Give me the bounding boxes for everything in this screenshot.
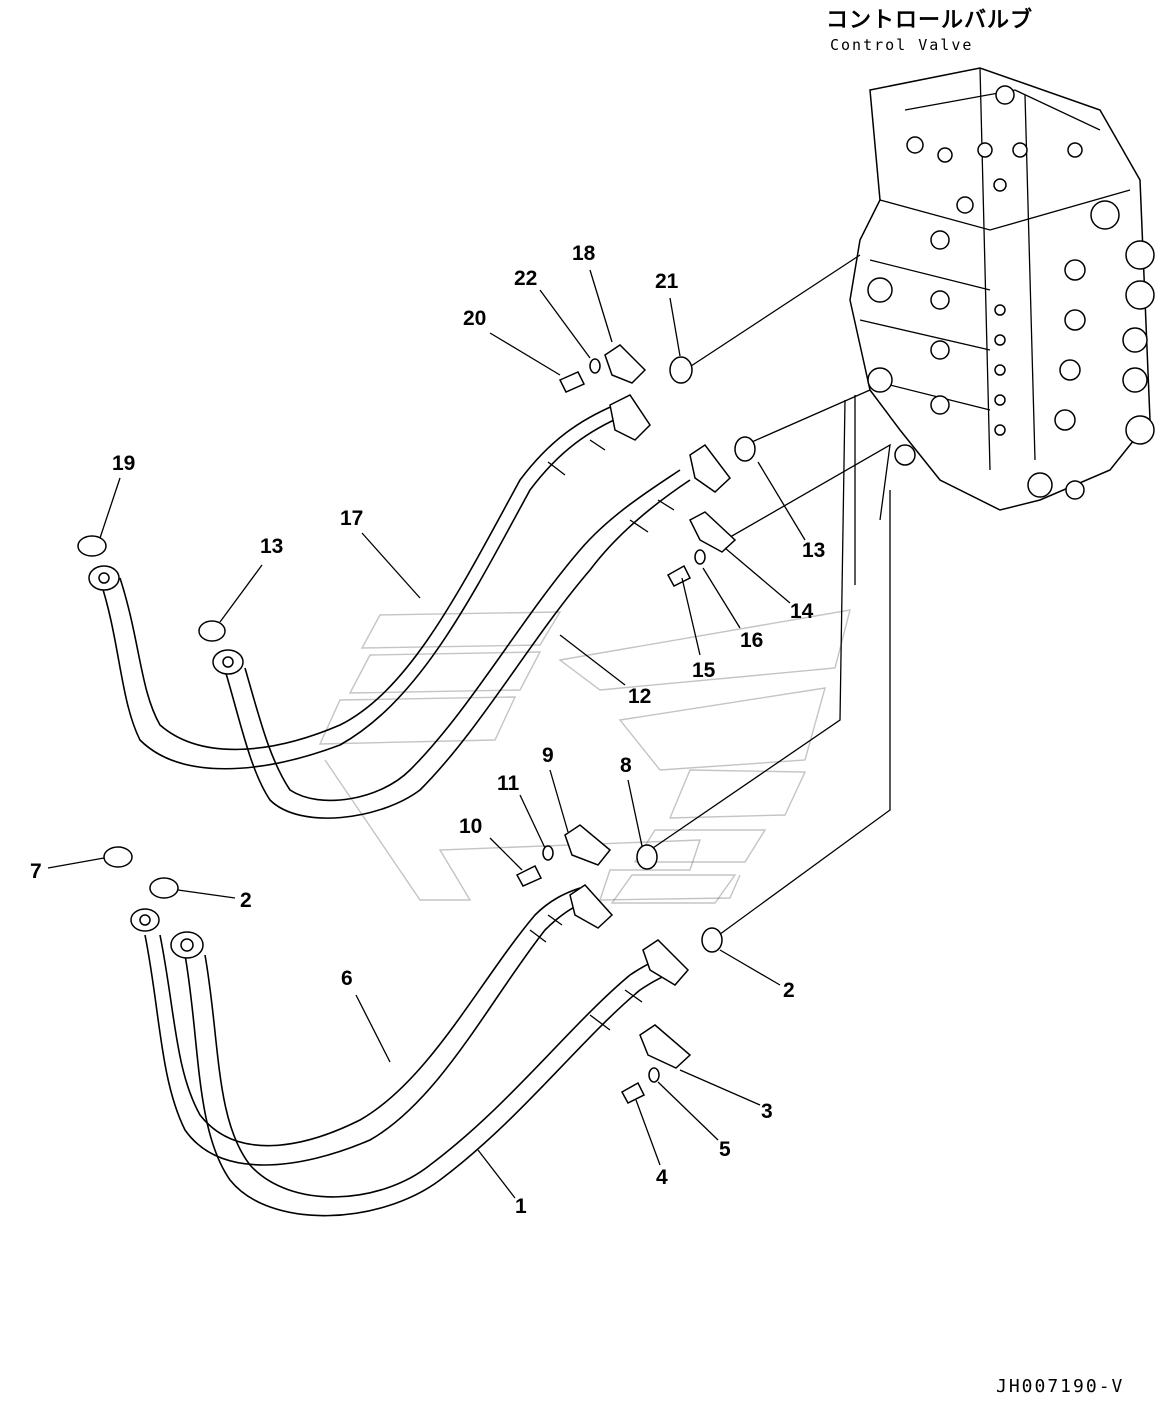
flange-clamps [564,344,737,1069]
callout-19: 19 [112,452,135,475]
callout-5: 5 [719,1138,731,1161]
callout-15: 15 [692,659,716,682]
callout-1: 1 [515,1195,527,1218]
callout-13b: 13 [802,539,825,562]
connection-lines [649,254,891,941]
bolts-washers [515,358,706,1104]
callout-12: 12 [628,685,651,708]
callout-2a: 2 [240,889,252,912]
callout-labels: 19 13 17 20 22 18 21 13 14 16 15 12 9 11… [30,242,825,1218]
callout-14: 14 [790,600,814,623]
hose-6 [144,887,591,1166]
o-rings [77,356,756,953]
control-valve-title-ja: コントロールバルブ [826,8,1034,33]
callout-3: 3 [761,1100,773,1123]
control-valve-body [849,67,1155,511]
callout-2b: 2 [783,979,795,1002]
hose-12 [224,469,691,819]
callout-11: 11 [497,772,520,795]
callout-9: 9 [542,744,554,767]
callout-8: 8 [620,754,632,777]
callout-18: 21 [655,270,679,293]
drawing-code: JH007190-V [996,1376,1125,1397]
callout-7: 7 [30,860,42,883]
callout-4: 4 [656,1166,668,1189]
callout-16: 16 [740,629,763,652]
callout-6: 6 [341,967,353,990]
hose-1 [184,954,676,1217]
callout-10: 10 [459,815,482,838]
callout-17: 17 [340,507,363,530]
callout-13a: 13 [260,535,283,558]
callout-leaders [47,269,806,1199]
hose-17 [99,404,626,770]
control-valve-title-en: Control Valve [830,36,974,54]
callout-22: 22 [514,267,537,290]
callout-20: 18 [572,242,596,265]
callout-21: 20 [463,307,486,330]
hose-end-fittings [88,565,244,959]
